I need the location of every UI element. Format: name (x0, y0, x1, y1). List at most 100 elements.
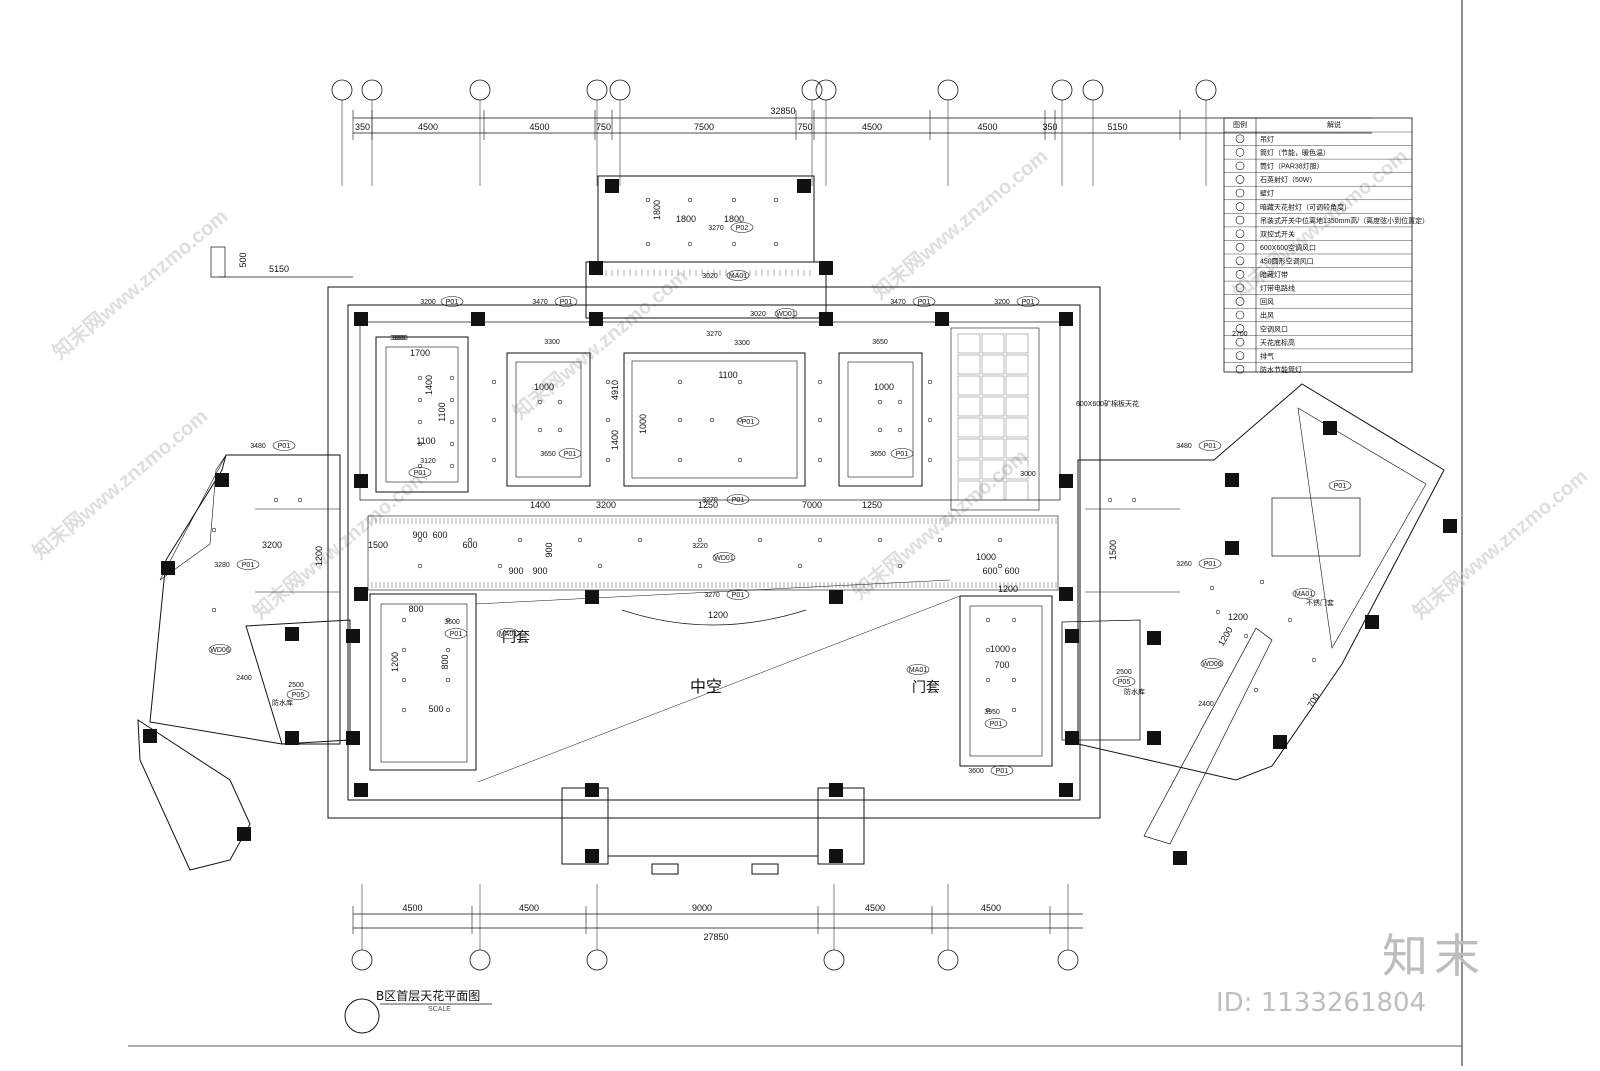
legend-header-icon: 图例 (1233, 120, 1247, 129)
column (1225, 541, 1239, 555)
axis-bubble (469, 949, 491, 971)
interior-dim: 7000 (802, 500, 822, 510)
fixture-dot (817, 417, 823, 423)
right-wing (1061, 383, 1445, 845)
fixture-dot (817, 457, 823, 463)
column (1147, 731, 1161, 745)
legend-item: 石英射灯（50W） (1260, 175, 1316, 184)
ceiling-tile (957, 459, 981, 480)
fixture-dot (797, 563, 803, 569)
column (285, 627, 299, 641)
column (354, 312, 368, 326)
tag-oval (236, 559, 260, 570)
column (589, 312, 603, 326)
ceiling-tag: 3270 (708, 225, 724, 232)
fixture-dot (1011, 617, 1017, 623)
interior-dim: 3200 (262, 540, 282, 550)
column (819, 312, 833, 326)
column (471, 312, 485, 326)
column (1225, 473, 1239, 487)
room-label-door: 不锈门套 (1306, 598, 1334, 607)
interior-dim: 1800 (652, 200, 662, 220)
ceiling-tile (981, 417, 1005, 438)
fixture-dot (211, 607, 217, 613)
ceiling-tag: MA01 (499, 631, 517, 638)
fixture-dot (417, 397, 423, 403)
ceiling-tile (1005, 417, 1029, 438)
column (1365, 615, 1379, 629)
ceiling-tag: 3020 (750, 311, 766, 318)
ceiling-tag: 3270 (702, 497, 718, 504)
ceiling-tag: 3280 (214, 562, 230, 569)
ceiling-tag: P02 (736, 225, 749, 232)
column (143, 729, 157, 743)
legend-symbol (1235, 310, 1245, 320)
top-dim-segment: 4500 (418, 122, 438, 132)
ceiling-tag: P01 (446, 299, 459, 306)
fixture-dot (645, 241, 651, 247)
interior-dim: 700 (1305, 691, 1321, 709)
fixture-dot (773, 241, 779, 247)
title-bubble (344, 998, 380, 1034)
fixture-dot (401, 707, 407, 713)
fixture-dot (449, 463, 455, 469)
legend-symbol (1235, 188, 1245, 198)
legend-item: 双控式开关 (1260, 229, 1295, 238)
watermark-id: ID: 1133261804 (1216, 988, 1427, 1018)
interior-dim: 1200 (998, 584, 1018, 594)
fixture-dot (537, 399, 543, 405)
fixture-dot (273, 497, 279, 503)
fixture-dot (1107, 497, 1113, 503)
axis-bubble (331, 79, 353, 101)
interior-dim: 1000 (638, 414, 648, 434)
fixture-dot (1131, 497, 1137, 503)
fixture-dot (1253, 687, 1259, 693)
fixture-dot (417, 375, 423, 381)
fixture-dot (417, 563, 423, 569)
ceiling-tile (981, 354, 1005, 375)
interior-dim: 3200 (596, 500, 616, 510)
fixture-dot (677, 417, 683, 423)
ceiling-tag: 3200 (420, 299, 436, 306)
interior-dim: 1200 (708, 610, 728, 620)
legend-item: 排气 (1260, 351, 1274, 360)
tag-oval (990, 765, 1014, 776)
ceiling-tag: 3270 (704, 592, 720, 599)
ceiling-tile (957, 354, 981, 375)
fixture-dot (709, 417, 715, 423)
fixture-dot (937, 537, 943, 543)
tag-oval (736, 416, 760, 427)
axis-bubble (815, 79, 837, 101)
ceiling-tile (1005, 480, 1029, 501)
fixture-dot (1259, 579, 1265, 585)
fixture-dot (877, 537, 883, 543)
interior-dim: 1800 (724, 214, 744, 224)
interior-dim: 900 (508, 566, 523, 576)
dim-500: 500 (238, 252, 248, 267)
fixture-dot (445, 617, 451, 623)
fixture-dot (1243, 633, 1249, 639)
column (285, 731, 299, 745)
legend-item: 吊灯 (1260, 134, 1274, 143)
tag-oval (912, 296, 936, 307)
fixture-dot (737, 457, 743, 463)
legend-symbol (1235, 283, 1245, 293)
ceiling-tile (981, 438, 1005, 459)
ceiling-tag: P01 (996, 768, 1009, 775)
fixture-dot (491, 457, 497, 463)
legend-symbol (1235, 134, 1245, 144)
fixture-dot (1311, 657, 1317, 663)
fixture-dot (737, 379, 743, 385)
column (1065, 629, 1079, 643)
fixture-dot (491, 379, 497, 385)
interior-dim: 1100 (416, 436, 435, 446)
ceiling-tag: P05 (292, 692, 305, 699)
watermark-brand: 知末 (1382, 929, 1486, 983)
fixture-dot (677, 379, 683, 385)
interior-dim: 1250 (698, 500, 718, 510)
column (585, 849, 599, 863)
watermark-layer: 知末网www.znzmo.com知末网www.znzmo.com知末网www.z… (28, 144, 1592, 624)
legend-symbol (1235, 351, 1245, 360)
ceiling-tag: 2500 (288, 682, 304, 689)
legend-table: 图例 解说 吊灯筒灯（节能，暖色温）筒灯（PAR38灯胆）石英射灯（50W）壁灯… (1223, 117, 1429, 374)
